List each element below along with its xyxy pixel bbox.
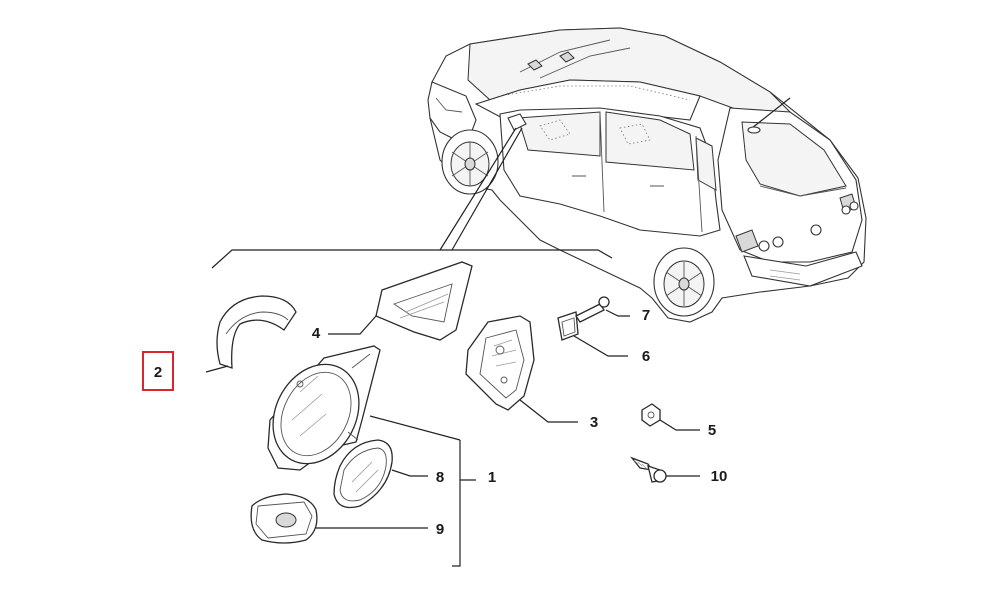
label-part-3: 3 bbox=[590, 414, 598, 431]
label-part-4: 4 bbox=[312, 325, 321, 342]
part-2-highlight-box bbox=[142, 351, 174, 391]
label-part-5: 5 bbox=[708, 422, 716, 439]
part-7-bolt bbox=[575, 296, 630, 323]
label-part-1: 1 bbox=[488, 469, 496, 486]
rear-wheel bbox=[653, 247, 715, 317]
part-10-screw bbox=[630, 456, 700, 483]
front-wheel bbox=[441, 129, 499, 195]
label-part-9: 9 bbox=[436, 521, 444, 538]
part-2-mirror-cap bbox=[205, 295, 297, 373]
part-5-nut bbox=[641, 403, 700, 431]
part-9-heating-pad bbox=[250, 493, 428, 544]
label-part-7: 7 bbox=[642, 307, 650, 324]
part-8-mirror-glass bbox=[333, 439, 428, 509]
group-bracket-line bbox=[211, 249, 613, 269]
car-illustration bbox=[427, 27, 867, 323]
part-3-inner-cover bbox=[465, 315, 578, 423]
part-6-clip bbox=[557, 311, 628, 357]
part-1-mirror-assembly bbox=[267, 345, 461, 471]
label-part-6: 6 bbox=[642, 348, 650, 365]
part-1-group-bracket bbox=[452, 440, 476, 567]
label-part-10: 10 bbox=[711, 468, 728, 485]
part-4-triangle-trim bbox=[328, 261, 473, 341]
label-part-2: 2 bbox=[154, 364, 162, 381]
label-part-8: 8 bbox=[436, 469, 444, 486]
